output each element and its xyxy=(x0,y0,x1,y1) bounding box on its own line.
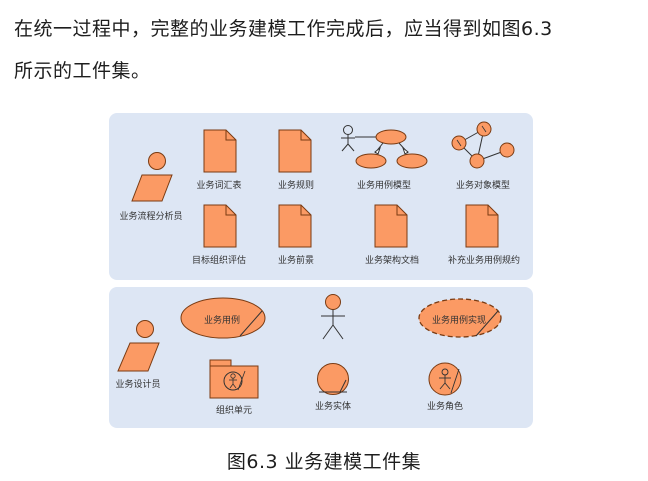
business-process-analyst-label: 业务流程分析员 xyxy=(119,212,183,222)
business-vision-doc-icon xyxy=(278,204,312,248)
intro-paragraph: 在统一过程中，完整的业务建模工作完成后，应当得到如图6.3 所示的工件集。 xyxy=(14,8,638,92)
use-case-realization-icon xyxy=(418,298,502,338)
business-process-analyst-icon xyxy=(131,152,173,202)
artifact-label: 业务用例模型 xyxy=(356,181,412,191)
glossary-doc-icon xyxy=(203,129,237,173)
business-use-case-icon xyxy=(180,297,266,339)
object-model-icon xyxy=(451,121,515,169)
use-case-text: 业务用例 xyxy=(203,316,241,326)
artifact-label: 业务架构文档 xyxy=(364,256,420,266)
business-role-icon xyxy=(428,362,462,396)
target-org-assessment-doc-icon xyxy=(203,204,237,248)
artifact-label: 业务对象模型 xyxy=(455,181,511,191)
organization-unit-label: 组织单元 xyxy=(215,406,253,416)
business-role-label: 业务角色 xyxy=(426,402,464,412)
supplementary-spec-doc-icon xyxy=(465,204,499,248)
artifact-label: 目标组织评估 xyxy=(191,256,247,266)
artifact-label: 补充业务用例规约 xyxy=(447,256,521,266)
figure-caption: 图6.3 业务建模工件集 xyxy=(226,451,422,473)
business-designer-label: 业务设计员 xyxy=(115,380,161,390)
intro-line-2: 所示的工件集。 xyxy=(14,60,151,82)
business-architecture-doc-icon xyxy=(374,204,408,248)
artifact-label: 业务规则 xyxy=(277,181,315,191)
use-case-model-icon xyxy=(341,125,428,169)
artifact-label: 业务词汇表 xyxy=(196,181,242,191)
business-rules-doc-icon xyxy=(278,129,312,173)
organization-unit-icon xyxy=(209,359,259,399)
business-entity-label: 业务实体 xyxy=(314,402,352,412)
realization-text: 业务用例实现 xyxy=(431,316,487,326)
artifact-label: 业务前景 xyxy=(277,256,315,266)
business-entity-icon xyxy=(317,363,349,395)
business-designer-icon xyxy=(117,320,160,372)
business-actor-icon xyxy=(321,294,345,340)
intro-line-1: 在统一过程中，完整的业务建模工作完成后，应当得到如图6.3 xyxy=(14,18,553,40)
